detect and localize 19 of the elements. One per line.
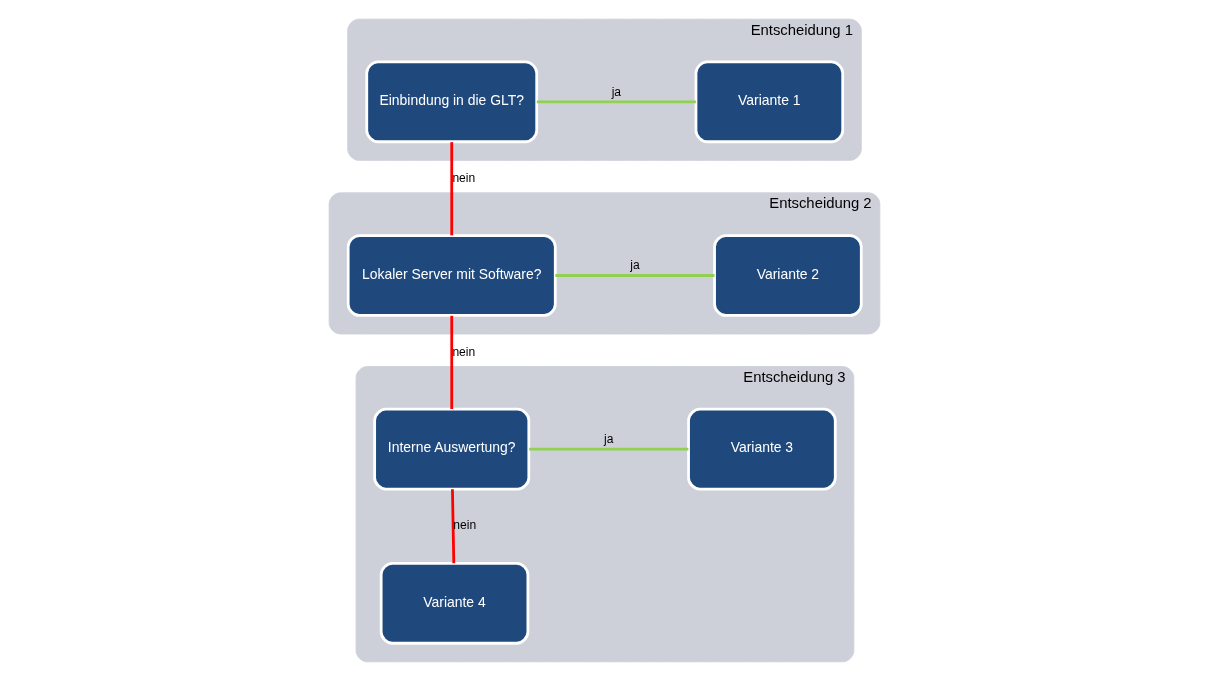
edge-label: ja [603,432,613,447]
connector [450,489,455,564]
connector [536,100,696,104]
edge-label: ja [611,84,621,99]
node-box: Variante 1 [694,60,844,144]
node-box: Interne Auswertung? [372,407,530,491]
node-box: Lokaler Server mit Software? [346,234,557,317]
edge-label: nein [451,344,475,359]
connector [449,315,453,409]
connector [528,447,688,451]
connector [449,142,453,236]
node-box: Variante 3 [686,407,837,491]
node-box: Variante 4 [379,562,529,645]
connector [554,274,714,277]
edge-label: nein [452,518,476,533]
node-box: Variante 2 [712,234,863,317]
edge-label: nein [451,171,475,186]
edge-label: ja [629,258,640,273]
node-box: Einbindung in die GLT? [364,60,538,144]
